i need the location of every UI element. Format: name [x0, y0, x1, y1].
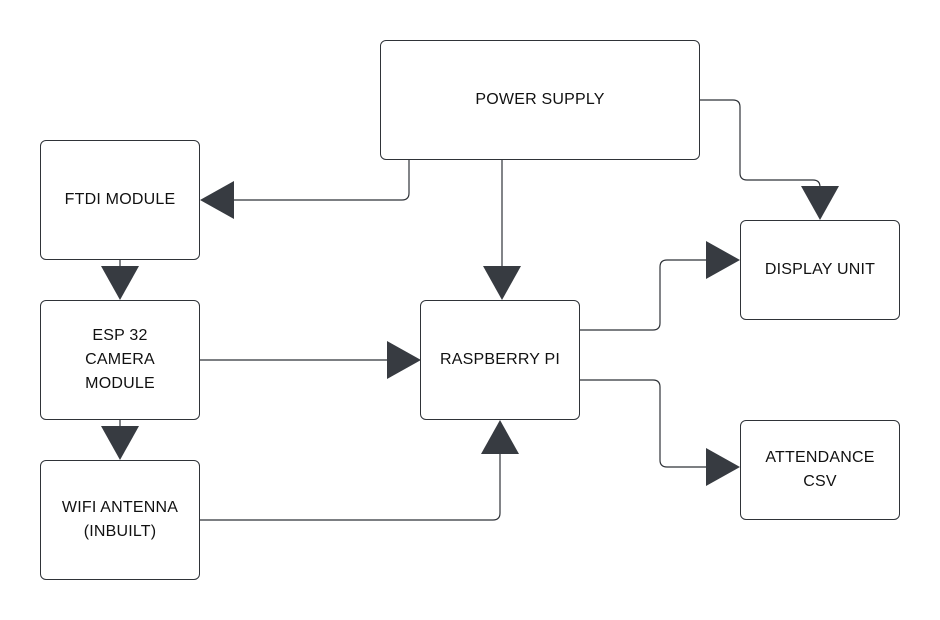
- arrowhead-to-csv: [706, 448, 740, 486]
- display-unit-label: DISPLAY UNIT: [764, 261, 876, 278]
- attendance-csv-block: ATTENDANCE CSV: [740, 420, 900, 520]
- wifi-antenna-label: WIFI ANTENNA (INBUILT): [61, 499, 179, 540]
- esp32-camera-module-label: ESP 32 CAMERA MODULE: [85, 327, 155, 392]
- power-supply-label: POWER SUPPLY: [475, 91, 605, 108]
- ftdi-module-block: FTDI MODULE: [40, 140, 200, 260]
- connector-wifi-to-raspberry-pi: [200, 454, 501, 521]
- arrowhead-to-display-from-raspberry-pi: [706, 241, 740, 279]
- ftdi-module-label: FTDI MODULE: [64, 191, 176, 208]
- connector-raspberry-pi-to-csv: [580, 379, 706, 468]
- esp32-camera-module-block: ESP 32 CAMERA MODULE: [40, 300, 200, 420]
- arrowhead-to-raspberry-pi-from-power: [483, 266, 521, 300]
- arrowhead-to-esp32: [101, 266, 139, 300]
- arrowhead-to-wifi: [101, 426, 139, 460]
- wifi-antenna-block: WIFI ANTENNA (INBUILT): [40, 460, 200, 580]
- raspberry-pi-label: RASPBERRY PI: [439, 351, 561, 368]
- attendance-csv-label: ATTENDANCE CSV: [765, 449, 875, 490]
- arrowhead-to-raspberry-pi-from-wifi: [481, 420, 519, 454]
- arrowhead-to-display-from-power: [801, 186, 839, 220]
- connector-power-to-display: [700, 99, 821, 188]
- connector-power-to-ftdi: [234, 160, 410, 201]
- raspberry-pi-block: RASPBERRY PI: [420, 300, 580, 420]
- power-supply-block: POWER SUPPLY: [380, 40, 700, 160]
- connector-raspberry-pi-to-display: [580, 259, 706, 331]
- display-unit-block: DISPLAY UNIT: [740, 220, 900, 320]
- arrowhead-to-ftdi: [200, 181, 234, 219]
- arrowhead-to-raspberry-pi-from-esp32: [387, 341, 421, 379]
